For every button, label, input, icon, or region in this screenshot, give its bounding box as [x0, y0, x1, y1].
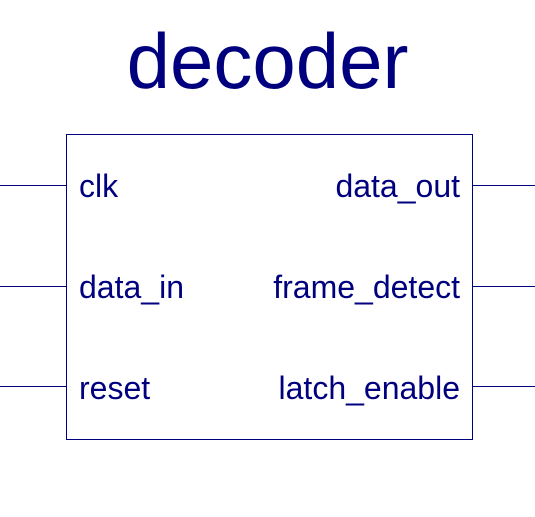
input-port-clk: clk — [79, 168, 119, 204]
input-wire-clk[interactable] — [0, 185, 66, 186]
input-port-data-in: data_in — [79, 269, 184, 305]
input-wire-reset[interactable] — [0, 386, 66, 387]
input-port-reset: reset — [79, 370, 151, 406]
output-wire-latch-enable[interactable] — [473, 386, 535, 387]
output-port-latch-enable: latch_enable — [278, 370, 460, 406]
output-port-data-out: data_out — [335, 168, 460, 204]
output-port-frame-detect: frame_detect — [273, 269, 460, 305]
output-wire-data-out[interactable] — [473, 185, 535, 186]
input-wire-data-in[interactable] — [0, 286, 66, 287]
output-wire-frame-detect[interactable] — [473, 286, 535, 287]
block-title: decoder — [126, 17, 409, 105]
decoder-block-body[interactable] — [66, 134, 473, 440]
